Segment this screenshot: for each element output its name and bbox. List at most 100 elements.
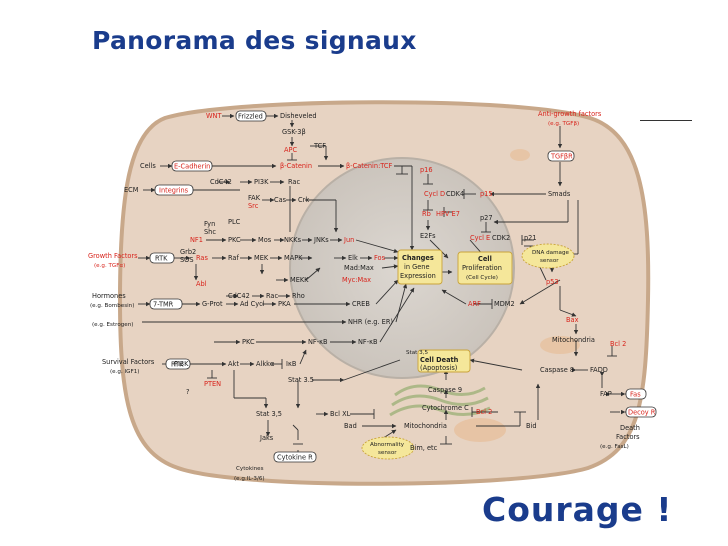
node-prolif-2: Proliferation bbox=[462, 264, 502, 272]
node-mek: MEK bbox=[254, 254, 269, 262]
node-akt: Akt bbox=[228, 360, 239, 368]
node-cdc42: CdC42 bbox=[210, 178, 232, 186]
node-creb: CREB bbox=[352, 300, 370, 308]
label-death-factors-eg: (e.g. FasL) bbox=[600, 444, 629, 450]
label-anti-growth: Anti-growth factors bbox=[538, 110, 602, 118]
node-grb2: Grb2 bbox=[180, 248, 196, 256]
node-question: ? bbox=[186, 388, 190, 396]
node-jun: Jun bbox=[343, 236, 354, 244]
label-survival-factors-eg: (e.g. IGF1) bbox=[110, 369, 139, 375]
label-growth-factors-eg: (e.g. TGFα) bbox=[94, 263, 125, 269]
node-apc: APC bbox=[284, 146, 297, 154]
receptor-tgfbr: TGFβR bbox=[550, 153, 573, 161]
node-mapk: MAPK bbox=[284, 254, 303, 262]
node-elk: Elk bbox=[348, 254, 358, 262]
node-nfkb: NF-κB bbox=[308, 338, 328, 346]
node-pkc: PKC bbox=[228, 236, 241, 244]
node-cdk4: CDK4 bbox=[446, 190, 464, 198]
node-sos: SOS bbox=[180, 256, 194, 264]
node-bim: Bim, etc bbox=[410, 444, 438, 452]
receptor-fas: Fas bbox=[630, 391, 641, 399]
node-changes-2: in Gene bbox=[404, 263, 430, 271]
node-raf: Raf bbox=[228, 254, 239, 262]
node-stat35: Stat 3.5 bbox=[288, 376, 314, 384]
node-mos: Mos bbox=[258, 236, 272, 244]
receptor-cytokine-r: Cytokine R bbox=[277, 454, 313, 462]
node-cas: Cas bbox=[274, 196, 287, 204]
node-mekk: MEKK bbox=[290, 276, 309, 284]
label-hormones: Hormones bbox=[92, 292, 126, 300]
slide-title: Panorama des signaux bbox=[92, 26, 417, 55]
receptor-rtk: RTK bbox=[155, 255, 168, 263]
node-jnks: JNKs bbox=[313, 236, 329, 244]
node-mad-max: Mad:Max bbox=[344, 264, 374, 272]
node-dna-sensor: DNA damage bbox=[532, 250, 570, 256]
node-prolif-3: (Cell Cycle) bbox=[466, 275, 498, 281]
node-ikb: IκB bbox=[286, 360, 297, 368]
node-mdm2: MDM2 bbox=[494, 300, 515, 308]
node-gsk3b: GSK-3β bbox=[282, 128, 306, 136]
node-rac-b: Rac bbox=[266, 292, 278, 300]
node-cytochrome-c: Cytochrome C bbox=[422, 404, 469, 412]
node-rho: Rho bbox=[292, 292, 305, 300]
node-p27: p27 bbox=[480, 214, 493, 222]
node-cell-death: Cell Death bbox=[420, 356, 459, 364]
node-wnt: WNT bbox=[206, 112, 222, 120]
node-mitochondria-b: Mitochondria bbox=[552, 336, 595, 344]
node-nf1: NF1 bbox=[190, 236, 203, 244]
node-fos: Fos bbox=[374, 254, 386, 262]
node-crk: Crk bbox=[298, 196, 309, 204]
footer-message: Courage ! bbox=[482, 490, 673, 529]
node-smads: Smads bbox=[548, 190, 571, 198]
node-shc: Shc bbox=[204, 228, 216, 236]
node-hpv-e7: HPV E7 bbox=[436, 210, 460, 218]
node-jaks: Jaks bbox=[259, 434, 274, 442]
node-b-catenin-tcf: β-Catenin:TCF bbox=[346, 162, 393, 170]
node-pka: PKA bbox=[278, 300, 291, 308]
node-nkks: NKKs bbox=[284, 236, 302, 244]
node-cycl-e: Cycl E bbox=[470, 234, 490, 242]
node-fadd: FADD bbox=[590, 366, 608, 374]
node-stat35-b: Stat 3,5 bbox=[406, 350, 428, 356]
label-ecm: ECM bbox=[124, 186, 139, 194]
label-death-factors: Death bbox=[620, 424, 640, 432]
node-p16: p16 bbox=[420, 166, 433, 174]
node-caspase8: Caspase 8 bbox=[540, 366, 574, 374]
label-estrogen-eg: (e.g. Estrogen) bbox=[92, 322, 133, 328]
node-ad-cycl: Ad Cycl bbox=[240, 300, 265, 308]
node-mitochondria: Mitochondria bbox=[404, 422, 447, 430]
node-e2fs: E2Fs bbox=[420, 232, 436, 240]
node-pkc-b: PKC bbox=[242, 338, 255, 346]
label-cells: Cells bbox=[140, 162, 156, 170]
diagram-labels: Cells ECM Growth Factors (e.g. TGFα) Hor… bbox=[88, 110, 656, 482]
node-abnorm-1: Abnormality bbox=[370, 442, 405, 448]
node-bcl2-b: Bcl 2 bbox=[610, 340, 626, 348]
receptor-rtk-survival: RTK bbox=[171, 361, 184, 369]
node-bid: Bid bbox=[526, 422, 537, 430]
node-pten: PTEN bbox=[204, 380, 221, 388]
node-fap: FAP bbox=[600, 390, 612, 398]
node-caspase9: Caspase 9 bbox=[428, 386, 462, 394]
node-plc: PLC bbox=[228, 218, 241, 226]
label-cytokines: Cytokines bbox=[236, 466, 264, 472]
node-pi3k: PI3K bbox=[254, 178, 269, 186]
node-changes-1: Changes bbox=[402, 254, 434, 262]
organelle-decoration bbox=[389, 149, 580, 442]
node-disheveled: Disheveled bbox=[280, 112, 317, 120]
node-nhr: NHR (e.g. ER) bbox=[348, 318, 393, 326]
node-fak: FAK bbox=[248, 194, 261, 202]
node-p21: p21 bbox=[524, 234, 537, 242]
node-p15: p15 bbox=[480, 190, 493, 198]
label-hormones-eg: (e.g. Bombesin) bbox=[90, 303, 134, 309]
receptor-integrins: Integrins bbox=[159, 187, 189, 195]
node-ras: Ras bbox=[196, 254, 208, 262]
label-death-factors-2: Factors bbox=[616, 433, 640, 441]
node-fyn: Fyn bbox=[204, 220, 215, 228]
receptor-decoy-r: Decoy R bbox=[628, 409, 656, 417]
node-myc-max: Myc:Max bbox=[342, 276, 371, 284]
node-rb: Rb bbox=[422, 210, 431, 218]
label-cytokines-eg: (e.g.IL-3/6) bbox=[234, 476, 265, 482]
label-survival-factors: Survival Factors bbox=[102, 358, 155, 366]
node-alkka: Alkkα bbox=[256, 360, 275, 368]
node-bclxl: Bcl XL bbox=[330, 410, 351, 418]
